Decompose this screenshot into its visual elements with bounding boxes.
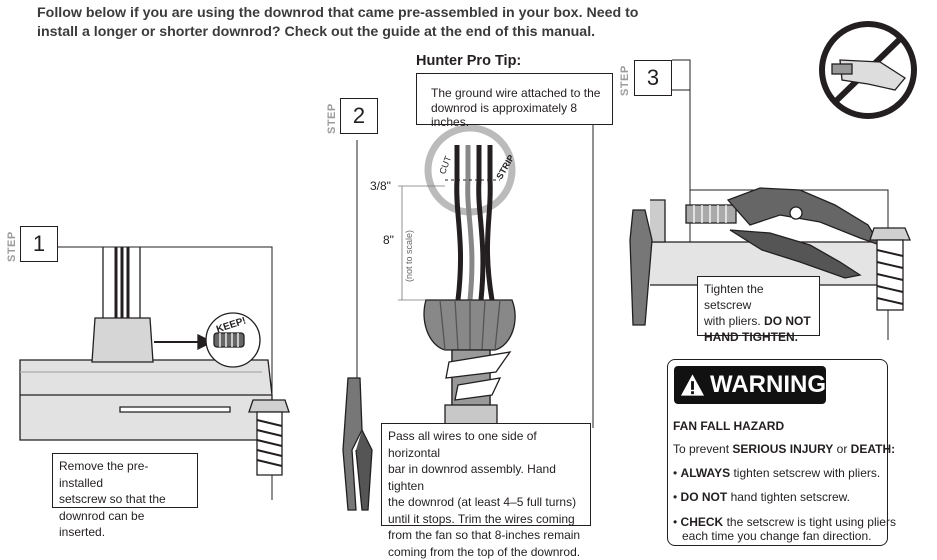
step2-callout-line2: bar in downrod assembly. Hand tighten — [388, 461, 584, 494]
warning-bullet-3-dot: • — [673, 515, 677, 529]
step3-callout: Tighten the setscrew with pliers. DO NOT… — [697, 276, 820, 336]
step2-number: 2 — [340, 98, 378, 134]
warning-bullet-1-bold: ALWAYS — [681, 466, 731, 480]
step3-number: 3 — [634, 60, 672, 96]
warning-bullet-2-dot: • — [673, 490, 677, 504]
step1-number: 1 — [20, 226, 58, 262]
step3-step-label: STEP — [619, 65, 631, 96]
measure-3-8-label: 3/8" — [370, 179, 391, 193]
step2-callout-line5: from the fan so that 8-inches remain — [388, 527, 584, 544]
warning-bullet-1: • ALWAYS tighten setscrew with pliers. — [673, 466, 880, 480]
not-to-scale-label: (not to scale) — [404, 230, 414, 282]
warning-bullet-3-line2: each time you change fan direction. — [682, 529, 871, 543]
step3-callout-line2: with pliers. DO NOT — [704, 313, 813, 329]
warning-prevent-bold1: SERIOUS INJURY — [732, 442, 833, 456]
step3-callout-line3: HAND TIGHTEN. — [704, 329, 813, 345]
step3-callout-line3-bold: HAND TIGHTEN. — [704, 330, 798, 344]
step1-callout-line3: downrod can be inserted. — [59, 508, 191, 541]
pro-tip-heading: Hunter Pro Tip: — [416, 53, 521, 69]
step1-callout-line1: Remove the pre-installed — [59, 458, 191, 491]
warning-banner: WARNING — [674, 366, 826, 404]
step2-callout-line4: until it stops. Trim the wires coming — [388, 511, 584, 528]
pro-tip-line2: downrod is approximately 8 inches. — [431, 101, 602, 130]
warning-triangle-icon — [680, 373, 705, 397]
step3-callout-line2-pre: with pliers. — [704, 314, 761, 328]
warning-prevent-pre: To prevent — [673, 442, 729, 456]
warning-bullet-2-bold: DO NOT — [681, 490, 728, 504]
measure-8-label: 8" — [383, 233, 394, 247]
warning-box: WARNING FAN FALL HAZARD To prevent SERIO… — [667, 359, 888, 546]
step1-callout-line2: setscrew so that the — [59, 491, 191, 508]
warning-prevent-bold2: DEATH: — [851, 442, 895, 456]
warning-bullet-3-text: the setscrew is tight using pliers — [727, 515, 896, 529]
step2-callout-line1: Pass all wires to one side of horizontal — [388, 428, 584, 461]
step3-callout-line1: Tighten the setscrew — [704, 281, 813, 313]
warning-prevent-line: To prevent SERIOUS INJURY or DEATH: — [673, 442, 895, 456]
warning-bullet-3: • CHECK the setscrew is tight using plie… — [673, 515, 896, 529]
pro-tip-callout: The ground wire attached to the downrod … — [416, 73, 613, 125]
warning-bullet-3-bold: CHECK — [681, 515, 724, 529]
step2-step-label: STEP — [326, 103, 338, 134]
warning-bullet-1-text: tighten setscrew with pliers. — [733, 466, 880, 480]
pro-tip-line1: The ground wire attached to the — [431, 86, 602, 101]
warning-prevent-or: or — [837, 442, 848, 456]
step3-callout-line2-bold: DO NOT — [764, 314, 811, 328]
warning-bullet-2-text: hand tighten setscrew. — [731, 490, 850, 504]
warning-banner-text: WARNING — [710, 371, 826, 399]
step2-callout-line6: coming from the top of the downrod. — [388, 544, 584, 560]
step1-callout: Remove the pre-installed setscrew so tha… — [52, 453, 198, 508]
warning-bullet-2: • DO NOT hand tighten setscrew. — [673, 490, 850, 504]
warning-bullet-1-dot: • — [673, 466, 677, 480]
step2-callout: Pass all wires to one side of horizontal… — [381, 423, 591, 526]
step1-step-label: STEP — [6, 231, 18, 262]
step2-callout-line3: the downrod (at least 4–5 full turns) — [388, 494, 584, 511]
warning-heading: FAN FALL HAZARD — [673, 419, 784, 433]
